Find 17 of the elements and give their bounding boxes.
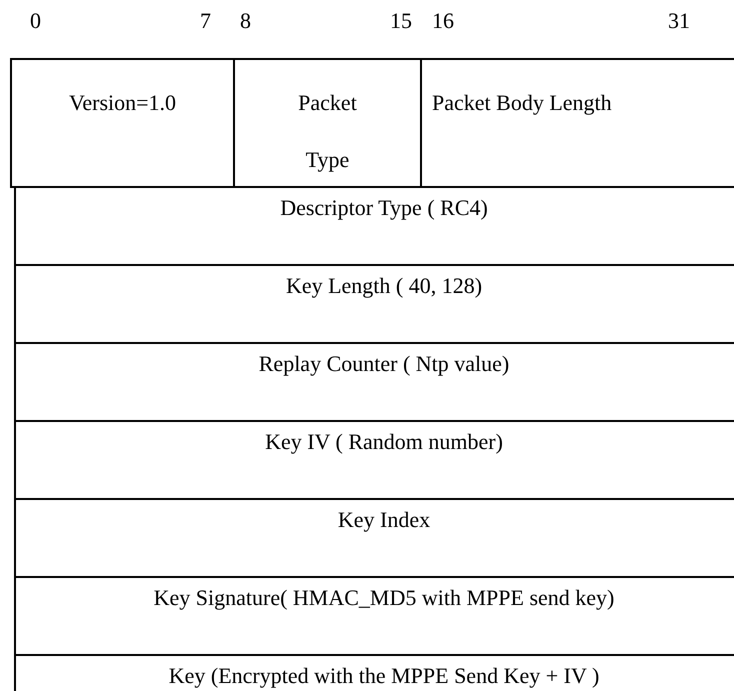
field-name: Replay Counter ( Ntp value) bbox=[258, 350, 510, 378]
bit-number: 0 bbox=[30, 8, 41, 34]
field-name: Packet Body Length bbox=[432, 89, 612, 117]
bit-number: 31 bbox=[668, 8, 690, 34]
field-name: Key Index bbox=[336, 506, 432, 534]
field-cell bbox=[10, 58, 235, 188]
bit-number: 7 bbox=[200, 8, 211, 34]
field-name: Key Length ( 40, 128) bbox=[284, 272, 484, 300]
field-name: Key IV ( Random number) bbox=[264, 428, 504, 456]
bit-number: 8 bbox=[240, 8, 251, 34]
field-name: Version=1.0 bbox=[68, 89, 178, 117]
field-name: Key Signature( HMAC_MD5 with MPPE send key) bbox=[152, 584, 616, 612]
field-name: Packet Type bbox=[297, 89, 358, 174]
field-name: Key (Encrypted with the MPPE Send Key + IV ) bbox=[168, 662, 600, 690]
bit-number: 15 bbox=[390, 8, 412, 34]
field-name: Descriptor Type ( RC4) bbox=[279, 194, 489, 222]
bit-number: 16 bbox=[432, 8, 454, 34]
